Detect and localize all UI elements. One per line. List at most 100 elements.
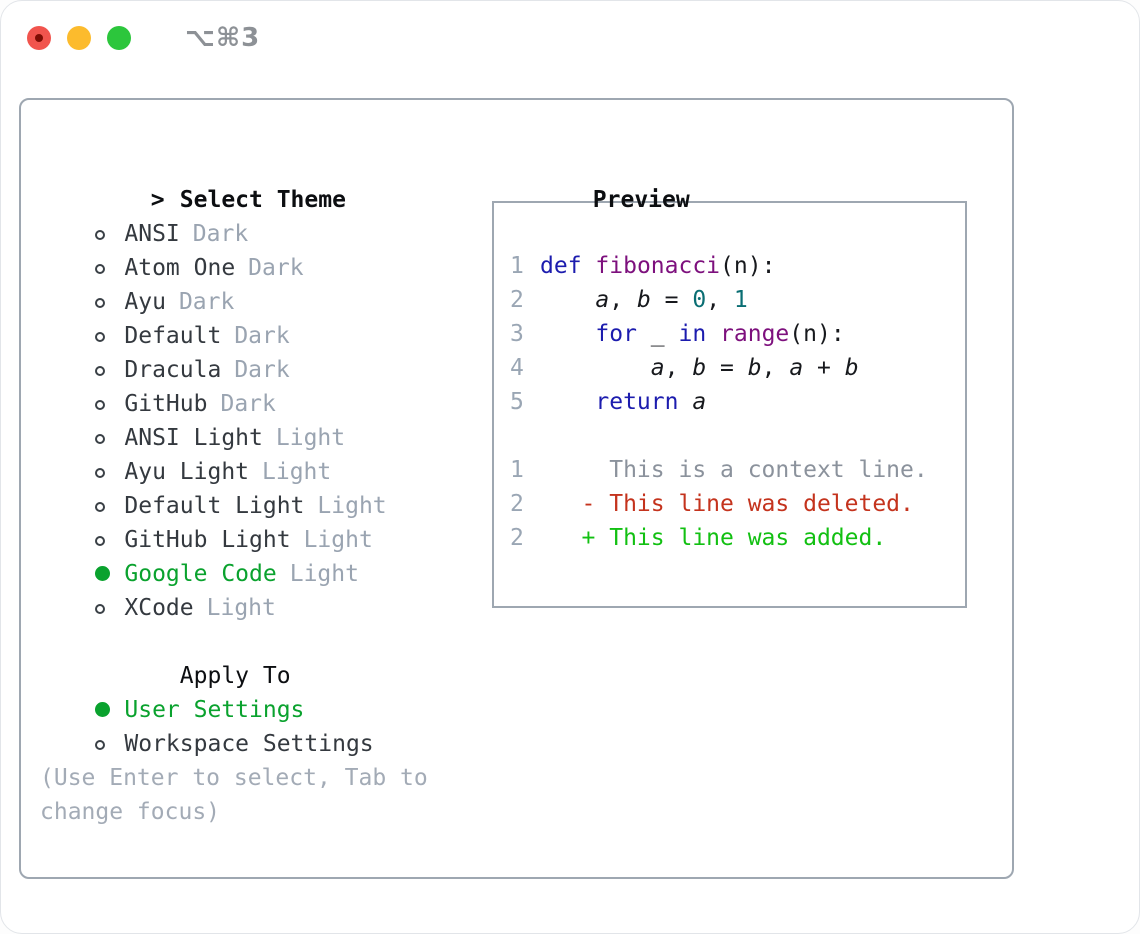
line-number: 3 [510, 321, 524, 347]
traffic-light-zoom-icon[interactable] [107, 26, 131, 50]
radio-marker [95, 217, 124, 251]
theme-variant: Dark [220, 391, 276, 417]
titlebar: ⌥⌘3 [1, 1, 1139, 75]
focus-caret: > [150, 187, 165, 213]
diff-line: 2 + This line was added. [510, 521, 965, 555]
theme-variant: Light [289, 561, 359, 587]
theme-name: Google Code [124, 561, 277, 587]
radio-marker [95, 251, 124, 285]
diff-deleted-text: - This line was deleted. [581, 491, 914, 517]
apply-to-list: User Settings Workspace Settings [40, 659, 481, 757]
radio-marker [95, 557, 124, 591]
theme-option-github-dark[interactable]: GitHub Dark [40, 353, 481, 417]
preview-label: Preview [592, 187, 690, 213]
radio-marker [95, 489, 124, 523]
radio-icon [95, 702, 111, 717]
diff-block: 1 This is a context line. 2 - This line … [510, 453, 965, 555]
diff-added-text: + This line was added. [581, 525, 887, 551]
code-line: 2 a, b = 0, 1 [510, 283, 965, 317]
theme-variant: Light [317, 493, 387, 519]
radio-marker [95, 353, 124, 387]
radio-marker [95, 693, 124, 727]
theme-name: Ayu [124, 289, 166, 315]
radio-icon [95, 332, 106, 342]
theme-variant: Dark [234, 357, 290, 383]
theme-variant: Light [303, 527, 373, 553]
theme-option-google-code-light[interactable]: Google Code Light [40, 523, 481, 587]
theme-option-ayu-dark[interactable]: Ayu Dark [40, 251, 481, 315]
apply-option-user-settings[interactable]: User Settings [40, 659, 481, 723]
radio-icon [95, 298, 106, 308]
theme-variant: Light [275, 425, 346, 451]
preview-header: Preview [482, 149, 1012, 213]
line-number: 2 [510, 287, 524, 313]
radio-marker [95, 319, 124, 353]
apply-to-label: Apply To [179, 663, 291, 689]
theme-name: GitHub [124, 391, 208, 417]
select-theme-label: Select Theme [179, 187, 346, 213]
spacer [510, 419, 965, 453]
theme-name: Atom One [124, 255, 236, 281]
radio-icon [95, 468, 106, 478]
theme-option-ansi-dark[interactable]: ANSI Dark [40, 183, 481, 247]
line-number: 5 [510, 389, 524, 415]
theme-variant: Dark [178, 289, 235, 315]
theme-option-ansi-light-light[interactable]: ANSI Light Light [40, 387, 481, 451]
theme-option-xcode-light[interactable]: XCode Light [40, 557, 481, 621]
theme-option-default-dark[interactable]: Default Dark [40, 285, 481, 349]
theme-variant: Light [262, 459, 332, 485]
radio-marker [95, 591, 124, 625]
radio-icon [95, 536, 106, 546]
radio-icon [95, 230, 106, 240]
theme-name: ANSI Light [124, 425, 263, 451]
select-theme-header: > Select Theme [40, 149, 481, 213]
code-line: 5 return a [510, 385, 965, 419]
radio-icon [95, 366, 106, 376]
radio-icon [95, 264, 106, 274]
theme-name: GitHub Light [124, 527, 291, 553]
radio-marker [95, 455, 124, 489]
theme-name: Ayu Light [124, 459, 250, 485]
apply-option-name: User Settings [124, 697, 305, 723]
line-number: 1 [510, 457, 524, 483]
apply-to-header: Apply To [40, 625, 481, 689]
radio-icon [95, 740, 106, 750]
theme-option-github-light-light[interactable]: GitHub Light Light [40, 489, 481, 553]
theme-option-default-light-light[interactable]: Default Light Light [40, 455, 481, 519]
diff-line: 2 - This line was deleted. [510, 487, 965, 521]
radio-icon [95, 566, 111, 581]
window-shortcut-label: ⌥⌘3 [185, 23, 261, 53]
diff-context-text: This is a context line. [581, 457, 928, 483]
radio-marker [95, 421, 124, 455]
diff-line: 1 This is a context line. [510, 453, 965, 487]
theme-variant: Dark [234, 323, 290, 349]
theme-option-ayu-light-light[interactable]: Ayu Light Light [40, 421, 481, 485]
traffic-light-close-icon[interactable] [27, 26, 51, 50]
apply-option-workspace-settings[interactable]: Workspace Settings [40, 693, 481, 757]
theme-name: Default [124, 323, 222, 349]
radio-icon [95, 434, 106, 444]
traffic-light-minimize-icon[interactable] [67, 26, 91, 50]
help-text: (Use Enter to select, Tab to change focu… [40, 765, 428, 825]
line-number: 4 [510, 355, 524, 381]
theme-name: Default Light [124, 493, 305, 519]
theme-name: XCode [124, 595, 194, 621]
line-number: 2 [510, 491, 524, 517]
code-line: 3 for _ in range(n): [510, 317, 965, 351]
line-number: 2 [510, 525, 524, 551]
theme-variant: Dark [192, 221, 249, 247]
radio-marker [95, 285, 124, 319]
apply-option-name: Workspace Settings [124, 731, 374, 757]
radio-marker [95, 523, 124, 557]
theme-option-atom-one-dark[interactable]: Atom One Dark [40, 217, 481, 281]
radio-marker [95, 727, 124, 761]
theme-name: ANSI [124, 221, 180, 247]
